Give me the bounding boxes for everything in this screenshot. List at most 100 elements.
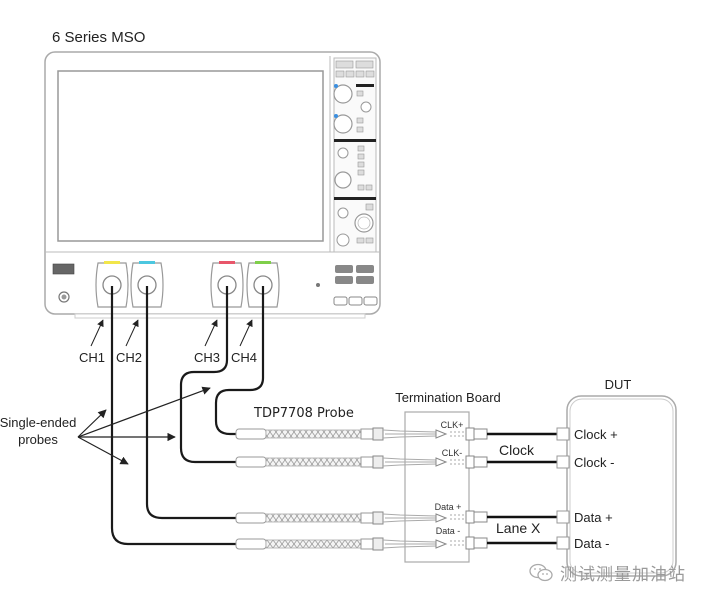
cable-ch4 [214, 286, 265, 436]
probe-tip [435, 539, 448, 549]
probe-body [235, 427, 448, 441]
panel-button[interactable] [348, 296, 363, 306]
channel-color-indicator [104, 261, 120, 264]
channel-labels: CH1 CH2 CH3 CH4 [79, 319, 257, 365]
term-pin-clk-minus: CLK- [442, 448, 463, 458]
sma-connector-icon [465, 455, 475, 469]
probe-connector [360, 456, 374, 468]
probe-strain-relief [235, 512, 267, 524]
panel-button[interactable] [356, 276, 374, 284]
dut-pin-data-minus: Data - [574, 536, 609, 551]
panel-button[interactable] [365, 237, 374, 244]
panel-button[interactable] [357, 184, 365, 191]
probe-body [235, 537, 448, 551]
trigger-level-knob[interactable] [337, 147, 349, 159]
probe-strain-relief [235, 428, 267, 440]
panel-button[interactable] [335, 265, 353, 273]
channel-input-1[interactable] [95, 261, 129, 308]
oscilloscope [44, 51, 381, 319]
menu-button[interactable] [52, 263, 75, 275]
probe-body [235, 511, 448, 525]
panel-button[interactable] [357, 145, 365, 152]
panel-button[interactable] [355, 70, 365, 78]
panel-button[interactable] [335, 276, 353, 284]
channel-color-indicator [139, 261, 155, 264]
multipurpose-knob-b[interactable] [333, 114, 353, 134]
single-seq-button[interactable] [355, 60, 374, 69]
channel-color-indicator [255, 261, 271, 264]
panel-button[interactable] [356, 126, 364, 133]
ch1-label: CH1 [79, 350, 105, 365]
probe-braided-cable [265, 457, 362, 467]
dut-pad [556, 427, 570, 441]
cursor-knob[interactable] [360, 101, 372, 113]
dut-pin-clock-plus: Clock + [574, 427, 618, 442]
sma-connector-icon [465, 510, 475, 524]
dut-box [566, 395, 677, 577]
run-stop-button[interactable] [335, 60, 354, 69]
panel-button[interactable] [356, 90, 364, 97]
panel-button[interactable] [356, 265, 374, 273]
aux-trig-connector [316, 283, 320, 287]
probe-tip [435, 457, 448, 467]
dut-pad [556, 455, 570, 469]
probe-tip-leads [382, 513, 437, 523]
probes-label-line1: Single-ended [0, 415, 76, 430]
channel-color-indicator [219, 261, 235, 264]
channel-input-4[interactable] [246, 261, 280, 308]
ch3-label: CH3 [194, 350, 220, 365]
panel-button[interactable] [345, 70, 355, 78]
panel-button[interactable] [363, 296, 378, 306]
panel-button[interactable] [335, 70, 345, 78]
dut-pads [556, 427, 570, 550]
panel-button[interactable] [357, 161, 365, 168]
clock-pair-label: Clock [499, 442, 535, 458]
dut-pad [556, 510, 570, 524]
probe-tip [435, 429, 448, 439]
panel-button[interactable] [333, 296, 348, 306]
probe-strain-relief [235, 538, 267, 550]
probe-tip-leads [382, 429, 437, 439]
term-pin-data-plus: Data + [435, 502, 462, 512]
panel-button[interactable] [356, 117, 364, 124]
single-ended-probes-callout: Single-ended probes [0, 386, 211, 465]
probe-connector [360, 512, 374, 524]
probe-connector [360, 538, 374, 550]
panel-button[interactable] [357, 153, 365, 160]
probes-label-line2: probes [18, 432, 58, 447]
termination-connector [450, 510, 488, 524]
probe-connector [360, 428, 374, 440]
channel-input-3[interactable] [210, 261, 244, 308]
horizontal-scale-knob[interactable] [336, 233, 350, 247]
probe-tip [435, 513, 448, 523]
sma-connector-icon [465, 427, 475, 441]
term-pin-data-minus: Data - [436, 526, 461, 536]
probe-head [372, 455, 384, 469]
dut-pin-data-plus: Data + [574, 510, 613, 525]
panel-button[interactable] [357, 169, 365, 176]
ch2-label: CH2 [116, 350, 142, 365]
front-panel-controls [333, 57, 377, 253]
panel-button[interactable] [365, 203, 374, 211]
probe-braided-cable [265, 539, 362, 549]
panel-button[interactable] [356, 237, 365, 244]
termination-board-title: Termination Board [395, 390, 501, 405]
dut-traces [487, 432, 566, 545]
panel-button[interactable] [365, 70, 375, 78]
channel-input-2[interactable] [130, 261, 164, 308]
multipurpose-knob-a[interactable] [333, 84, 353, 104]
cable-ch2 [145, 286, 236, 520]
horizontal-position-knob[interactable] [337, 207, 349, 219]
probe-strain-relief [235, 456, 267, 468]
probe-tip-leads [382, 457, 437, 467]
sma-connector-icon [465, 536, 475, 550]
dut-title: DUT [605, 377, 632, 392]
probe-model-label: TDP7708 Probe [253, 406, 354, 421]
dut-pad [556, 536, 570, 550]
panel-button[interactable] [365, 184, 373, 191]
dut-pin-clock-minus: Clock - [574, 455, 614, 470]
probe-braided-cable [265, 513, 362, 523]
cable-ch1 [110, 286, 236, 546]
termination-board [404, 411, 470, 563]
trigger-knob[interactable] [334, 171, 352, 189]
